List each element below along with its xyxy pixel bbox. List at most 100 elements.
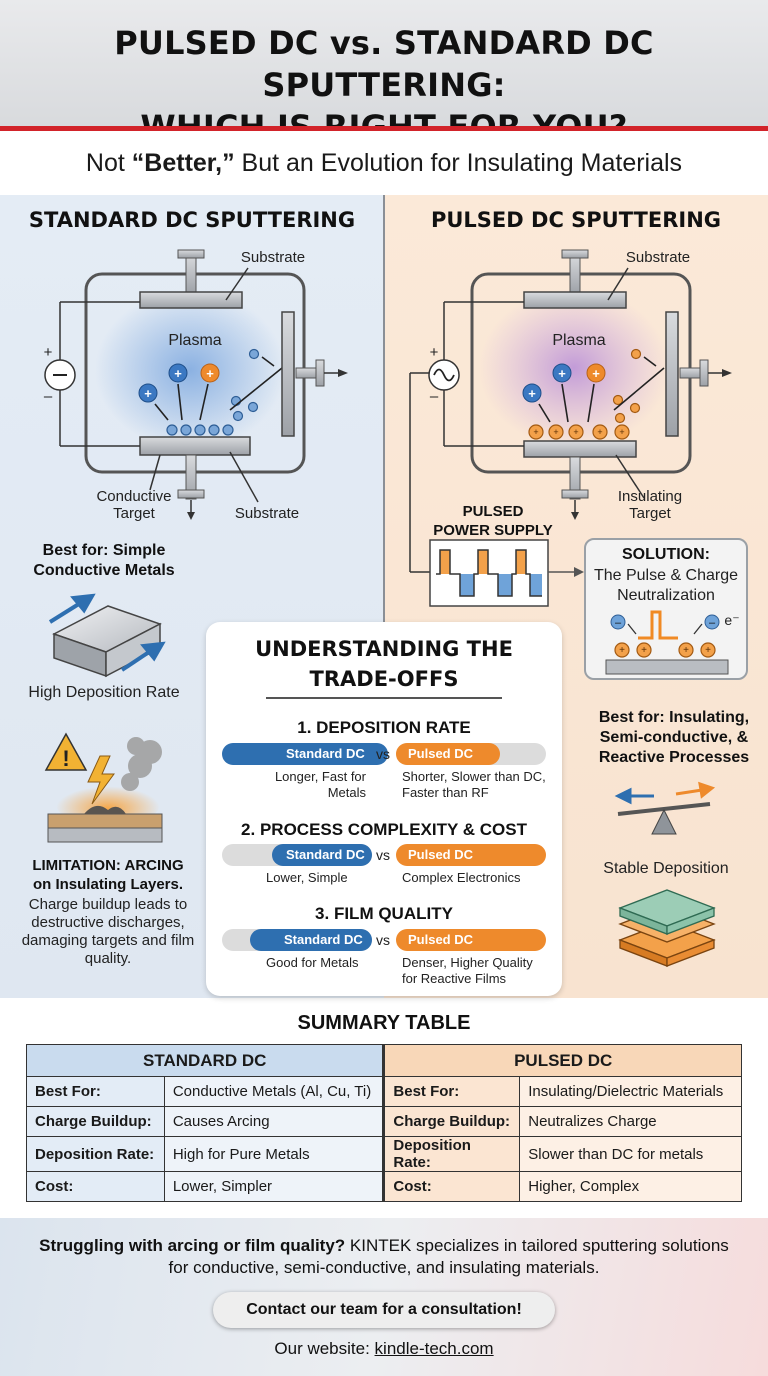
row-key: Best For: — [382, 1076, 521, 1107]
table-row: Deposition Rate: High for Pure Metals De… — [26, 1136, 742, 1172]
substrate-label-top: Substrate — [625, 249, 691, 266]
row-value: High for Pure Metals — [163, 1136, 385, 1172]
ion-icons: + + + — [138, 363, 220, 403]
svg-text:+: + — [174, 366, 182, 381]
solution-body: The Pulse & Charge Neutralization — [593, 567, 739, 604]
pulsed-power-supply-label: PULSED POWER SUPPLY — [433, 503, 553, 539]
svg-text:+: + — [553, 427, 558, 437]
limitation-body: Charge buildup leads to destructive disc… — [21, 896, 195, 967]
plasma-glow — [95, 290, 285, 450]
svg-text:+: + — [144, 386, 152, 401]
standard-rate-note: Longer, Fast for Metals — [274, 769, 366, 800]
standard-dc-rate-bar: Standard DC — [222, 743, 388, 765]
summary-title: SUMMARY TABLE — [297, 1012, 471, 1034]
standard-dc-title: STANDARD DC SPUTTERING — [28, 208, 356, 232]
pulsed-rate-note: Shorter, Slower than DC, Faster than RF — [402, 769, 546, 800]
svg-text:+: + — [533, 427, 538, 437]
subtitle: Not “Better,” But an Evolution for Insul… — [0, 131, 768, 195]
website-line: Our website: kindle-tech.com — [274, 1339, 494, 1358]
standard-dc-chamber-diagram: + + + — [44, 249, 348, 520]
row-value: Neutralizes Charge — [519, 1106, 742, 1137]
ion-icons: + + + — [522, 363, 606, 403]
svg-text:+: + — [558, 366, 566, 381]
conductive-target — [139, 436, 251, 456]
charge-neutralization-icon: + + + + – – — [605, 610, 729, 675]
row-value: Slower than DC for metals — [519, 1136, 742, 1172]
panel-divider — [383, 195, 385, 625]
standard-quality-note: Good for Metals — [266, 955, 359, 970]
footer-message: Struggling with arcing or film quality? … — [39, 1236, 729, 1277]
substrate-label-bottom: Substrate — [234, 505, 300, 522]
svg-text:+: + — [641, 645, 647, 656]
row-value: Causes Arcing — [163, 1106, 385, 1137]
summary-table: STANDARD DC PULSED DC Best For: Conducti… — [25, 1044, 742, 1202]
vs-label: vs — [376, 932, 390, 948]
svg-text:–: – — [709, 617, 716, 629]
polarity-minus: – — [43, 388, 53, 405]
svg-text:+: + — [573, 427, 578, 437]
svg-text:+: + — [619, 645, 625, 656]
balance-icon — [614, 781, 716, 835]
footer: Struggling with arcing or film quality? … — [0, 1218, 768, 1376]
polarity-plus: + — [429, 344, 439, 361]
plasma-glow — [479, 288, 669, 448]
header-accent-rule — [0, 126, 768, 131]
svg-text:–: – — [615, 617, 622, 629]
pulsed-dc-rate-bar: Pulsed DC — [396, 743, 500, 765]
tradeoffs-card: UNDERSTANDING THE TRADE-OFFS 1. DEPOSITI… — [206, 622, 562, 996]
plasma-label: Plasma — [552, 332, 606, 349]
tradeoff-heading-deposition-rate: 1. DEPOSITION RATE — [297, 718, 471, 737]
row-value: Lower, Simpler — [163, 1171, 385, 1202]
row-key: Cost: — [26, 1171, 165, 1202]
standard-complexity-note: Lower, Simple — [266, 870, 348, 885]
pulsed-dc-quality-bar: Pulsed DC — [396, 929, 546, 951]
substrate-plate-top — [523, 291, 627, 309]
table-row: Cost: Lower, Simpler Cost: Higher, Compl… — [26, 1171, 742, 1202]
polarity-plus: + — [43, 344, 53, 361]
tradeoffs-rule — [266, 697, 502, 699]
metal-bar-icon — [48, 593, 166, 678]
arcing-warning-icon: ! — [44, 732, 163, 843]
limitation-title: LIMITATION: ARCING on Insulating Layers. — [32, 857, 184, 893]
row-key: Charge Buildup: — [382, 1106, 521, 1137]
svg-text:+: + — [597, 427, 602, 437]
substrate-plate-top — [139, 291, 243, 309]
tradeoff-heading-complexity: 2. PROCESS COMPLEXITY & COST — [241, 820, 527, 839]
row-value: Insulating/Dielectric Materials — [519, 1076, 742, 1107]
pulsed-quality-note: Denser, Higher Quality for Reactive Film… — [402, 955, 533, 986]
row-value: Conductive Metals (Al, Cu, Ti) — [163, 1076, 385, 1107]
pulsed-power-supply-diagram — [410, 539, 584, 607]
pulsed-dc-title: PULSED DC SPUTTERING — [430, 208, 722, 232]
pulsed-best-for: Best for: Insulating, Semi-conductive, &… — [598, 709, 750, 766]
contact-button[interactable]: Contact our team for a consultation! — [213, 1292, 555, 1328]
pulsed-dc-complexity-bar: Pulsed DC — [396, 844, 546, 866]
pulsed-complexity-note: Complex Electronics — [402, 870, 521, 885]
svg-text:+: + — [683, 645, 689, 656]
film-layers-icon — [618, 889, 716, 967]
polarity-minus: – — [429, 388, 439, 405]
svg-text:+: + — [206, 366, 214, 381]
plasma-label: Plasma — [168, 332, 222, 349]
charge-buildup-icons: + + + + + — [528, 424, 630, 440]
standard-dc-quality-bar: Standard DC — [250, 929, 372, 951]
header: PULSED DC vs. STANDARD DC SPUTTERING: WH… — [0, 0, 768, 146]
website-link[interactable]: kindle-tech.com — [374, 1339, 494, 1358]
subtitle-emphasis: “Better,” — [131, 149, 235, 177]
insulating-target — [523, 440, 637, 458]
svg-text:+: + — [619, 427, 624, 437]
vs-label: vs — [376, 746, 390, 762]
solution-title: SOLUTION: — [622, 546, 710, 563]
row-value: Higher, Complex — [519, 1171, 742, 1202]
pulsed-dc-chamber-diagram: +++++ + + + — [409, 249, 732, 572]
substrate-label-top: Substrate — [240, 249, 306, 266]
summary-header-standard: STANDARD DC — [25, 1044, 385, 1077]
svg-text:!: ! — [62, 746, 69, 771]
solution-box — [584, 538, 748, 680]
vs-label: vs — [376, 847, 390, 863]
summary-header-pulsed: PULSED DC — [382, 1044, 742, 1077]
svg-text:+: + — [705, 645, 711, 656]
conductive-target-label: Conductive Target — [96, 488, 172, 522]
title-line-1: PULSED DC vs. STANDARD DC SPUTTERING: — [114, 24, 654, 104]
stable-deposition-label: Stable Deposition — [603, 860, 729, 877]
row-key: Charge Buildup: — [26, 1106, 165, 1137]
